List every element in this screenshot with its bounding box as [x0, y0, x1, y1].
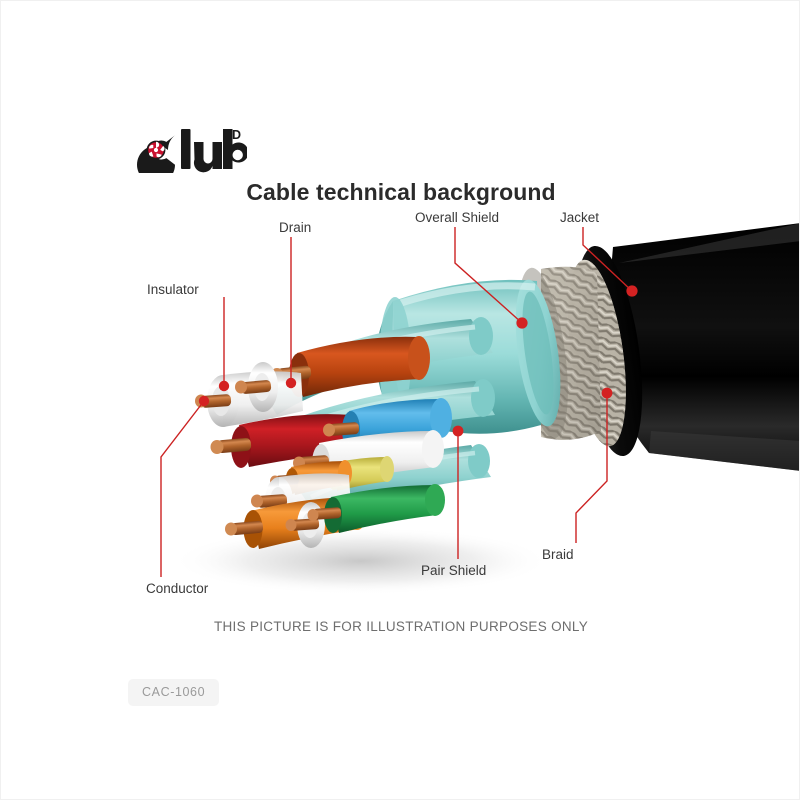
callout-dots — [198, 285, 638, 437]
label-pair-shield: Pair Shield — [421, 563, 487, 578]
label-drain: Drain — [279, 220, 312, 235]
dot-braid — [601, 387, 613, 399]
dot-pair-shield — [452, 425, 464, 437]
label-conductor: Conductor — [146, 581, 209, 596]
label-insulator: Insulator — [147, 282, 199, 297]
dot-conductor — [198, 395, 210, 407]
page-title: Cable technical background — [246, 179, 556, 205]
leader-jacket — [582, 227, 633, 292]
label-jacket: Jacket — [560, 210, 600, 225]
dot-insulator — [218, 380, 230, 392]
label-overall-shield: Overall Shield — [415, 210, 500, 225]
label-braid: Braid — [542, 547, 574, 562]
leader-overall-shield — [454, 227, 523, 324]
part-number-badge: CAC-1060 — [128, 679, 220, 706]
svg-text:3D: 3D — [225, 128, 241, 142]
club3d-logo: 3D — [137, 127, 247, 173]
callout-leaders — [160, 227, 633, 577]
dot-overall-shield — [516, 317, 528, 329]
leader-braid — [575, 393, 608, 543]
dot-jacket — [626, 285, 638, 297]
conductor-pairs-layer — [195, 336, 452, 549]
drop-shadow — [171, 527, 551, 595]
dot-drain — [285, 377, 297, 389]
illustration-disclaimer: THIS PICTURE IS FOR ILLUSTRATION PURPOSE… — [213, 619, 589, 634]
leader-conductor — [160, 400, 205, 577]
